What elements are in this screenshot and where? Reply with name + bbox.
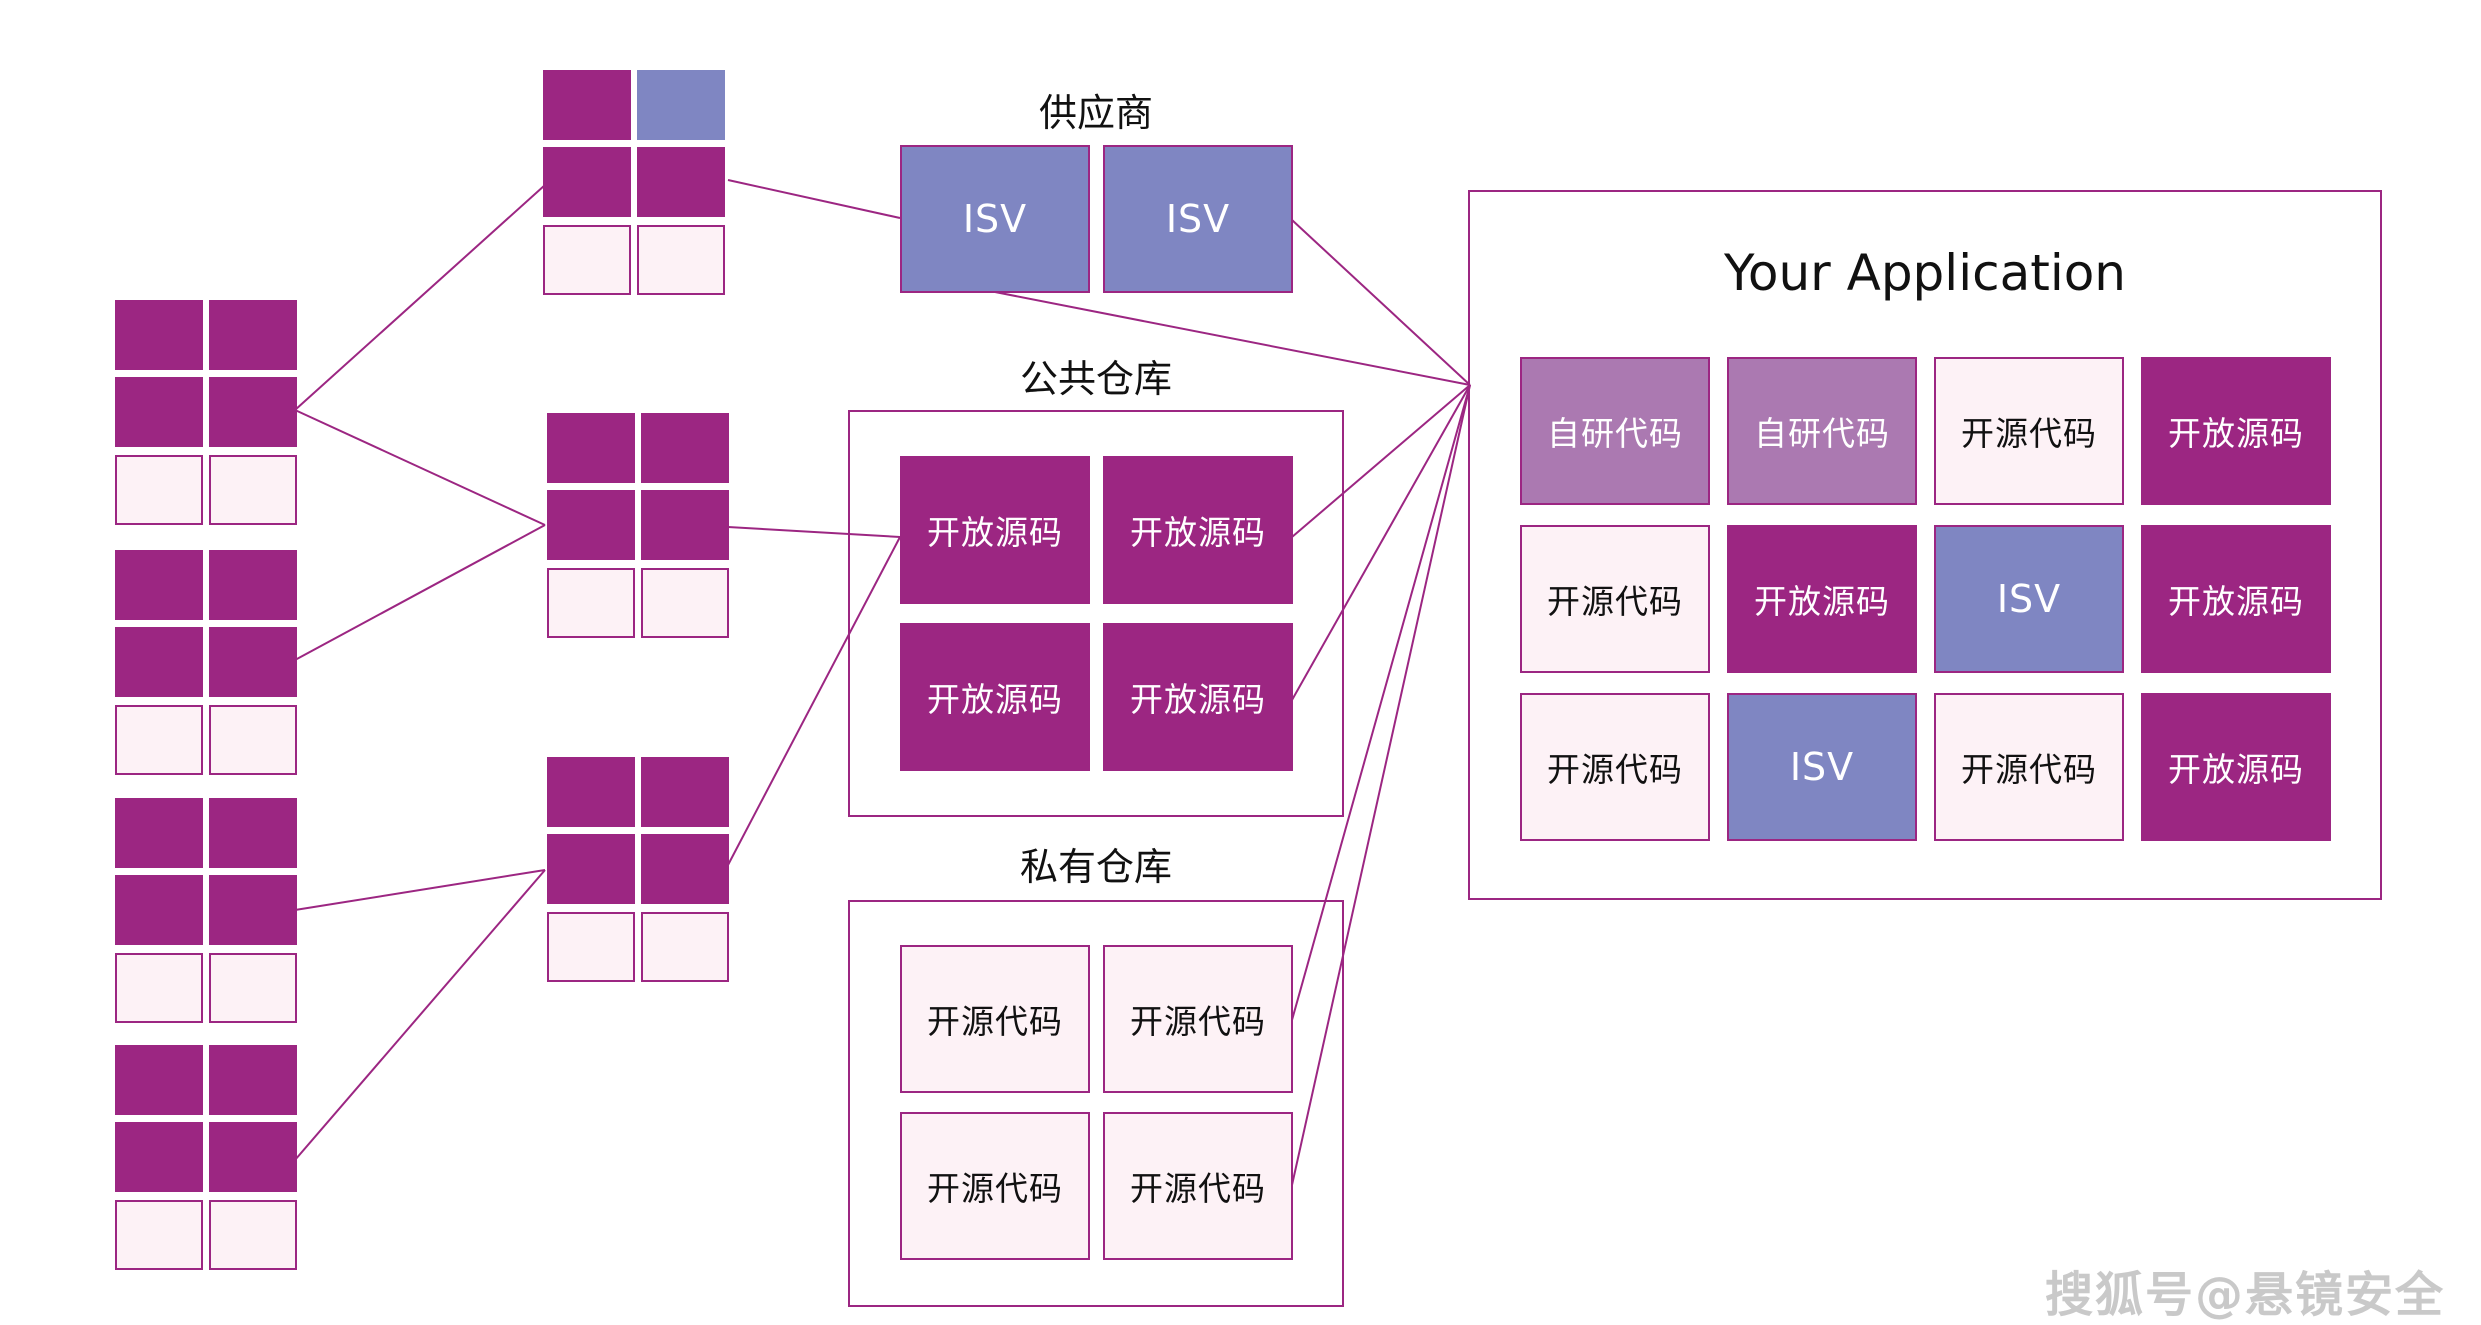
- application-title: Your Application: [1723, 244, 2126, 302]
- supplier-isv-2: ISV: [1103, 145, 1293, 293]
- stack-block: [641, 413, 729, 483]
- stack-block: [209, 1200, 297, 1270]
- private-repo-frame: [848, 900, 1344, 1307]
- public-repo-frame: [848, 410, 1344, 817]
- link-mid3-public: [727, 536, 901, 866]
- app-cell-r2-c2: 开放源码: [1727, 525, 1917, 673]
- stack-block: [115, 300, 203, 370]
- supplier-label: 供应商: [1038, 91, 1153, 135]
- stack-block: [115, 550, 203, 620]
- application-frame: [1468, 190, 2382, 900]
- stack-block: [209, 455, 297, 525]
- app-cell-r2-c3: ISV: [1934, 525, 2124, 673]
- stack-block: [547, 834, 635, 904]
- stack-block: [637, 147, 725, 217]
- stack-block: [209, 705, 297, 775]
- app-cell-r2-c1: 开源代码: [1520, 525, 1710, 673]
- link-left1-mid2: [294, 409, 546, 526]
- link-public2-app: [1291, 384, 1471, 701]
- stack-block: [115, 455, 203, 525]
- public-repo-cell-2: 开放源码: [1103, 456, 1293, 604]
- public-repo-cell-1: 开放源码: [900, 456, 1090, 604]
- stack-block: [543, 225, 631, 295]
- stack-block: [115, 1122, 203, 1192]
- stack-block: [115, 798, 203, 868]
- stack-block: [209, 377, 297, 447]
- private-repo-label: 私有仓库: [1019, 845, 1172, 889]
- stack-block: [209, 627, 297, 697]
- left-stack-2: [115, 550, 298, 776]
- link-mid1-supplier: [727, 179, 901, 219]
- stack-block: [209, 1045, 297, 1115]
- stack-block: [547, 413, 635, 483]
- mid-stack-3: [547, 757, 730, 983]
- private-repo-cell-2: 开源代码: [1103, 945, 1293, 1093]
- public-repo-cell-3: 开放源码: [900, 623, 1090, 771]
- public-repo-label: 公共仓库: [1019, 357, 1172, 401]
- stack-block: [115, 377, 203, 447]
- stack-block: [543, 70, 631, 140]
- stack-block: [637, 70, 725, 140]
- stack-block: [641, 490, 729, 560]
- stack-block: [209, 550, 297, 620]
- stack-block: [115, 953, 203, 1023]
- app-cell-r1-c3: 开源代码: [1934, 357, 2124, 505]
- stack-block: [637, 225, 725, 295]
- app-cell-r1-c1: 自研代码: [1520, 357, 1710, 505]
- app-cell-r2-c4: 开放源码: [2141, 525, 2331, 673]
- link-left2-mid2: [294, 524, 546, 661]
- stack-block: [547, 912, 635, 982]
- watermark-text: 搜狐号@悬镜安全: [2045, 1267, 2446, 1323]
- link-mid2-public: [727, 526, 901, 538]
- stack-block: [115, 1045, 203, 1115]
- stack-block: [641, 568, 729, 638]
- stack-block: [209, 798, 297, 868]
- stack-block: [115, 875, 203, 945]
- stack-block: [209, 953, 297, 1023]
- app-cell-r3-c3: 开源代码: [1934, 693, 2124, 841]
- private-repo-cell-4: 开源代码: [1103, 1112, 1293, 1260]
- stack-block: [209, 300, 297, 370]
- link-public1-app: [1291, 384, 1471, 538]
- app-cell-r3-c2: ISV: [1727, 693, 1917, 841]
- stack-block: [543, 147, 631, 217]
- left-stack-3: [115, 798, 298, 1024]
- left-stack-4: [115, 1045, 298, 1271]
- stack-block: [641, 912, 729, 982]
- stack-block: [547, 757, 635, 827]
- mid-stack-1: [543, 70, 726, 296]
- private-repo-cell-3: 开源代码: [900, 1112, 1090, 1260]
- link-left4-mid3: [294, 869, 546, 1161]
- supplier-isv-1: ISV: [900, 145, 1090, 293]
- stack-block: [115, 1200, 203, 1270]
- app-cell-r1-c4: 开放源码: [2141, 357, 2331, 505]
- stack-block: [547, 490, 635, 560]
- stack-block: [115, 705, 203, 775]
- app-cell-r3-c1: 开源代码: [1520, 693, 1710, 841]
- public-repo-cell-4: 开放源码: [1103, 623, 1293, 771]
- app-cell-r1-c2: 自研代码: [1727, 357, 1917, 505]
- link-supplier2-app: [1291, 219, 1471, 386]
- stack-block: [115, 627, 203, 697]
- stack-block: [209, 875, 297, 945]
- mid-stack-2: [547, 413, 730, 639]
- link-left3-mid3: [294, 869, 546, 911]
- stack-block: [547, 568, 635, 638]
- link-private2-app: [1291, 384, 1471, 1186]
- app-cell-r3-c4: 开放源码: [2141, 693, 2331, 841]
- left-stack-1: [115, 300, 298, 526]
- link-left1-mid1: [294, 184, 546, 411]
- stack-block: [641, 834, 729, 904]
- link-supplier1-app: [994, 291, 1471, 386]
- stack-block: [641, 757, 729, 827]
- private-repo-cell-1: 开源代码: [900, 945, 1090, 1093]
- stack-block: [209, 1122, 297, 1192]
- link-private1-app: [1291, 384, 1471, 1021]
